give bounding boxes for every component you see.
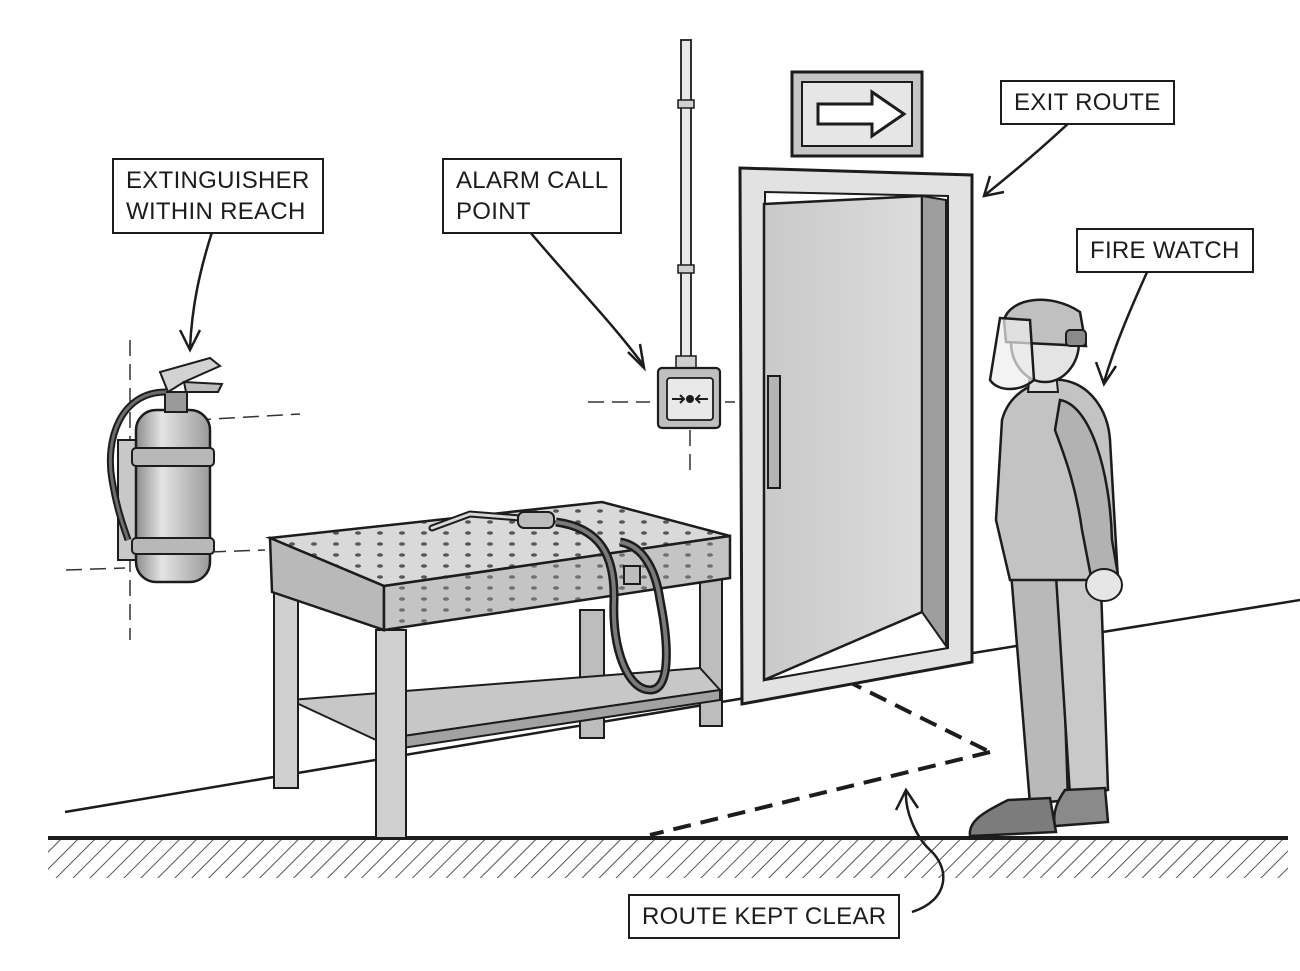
ground-section (48, 836, 1288, 878)
annotation-arrows (178, 119, 1150, 914)
label-route-kept-clear: ROUTE KEPT CLEAR (628, 894, 901, 939)
alarm-call-point (588, 39, 745, 475)
label-exit-route: EXIT ROUTE (1000, 80, 1175, 125)
label-extinguisher: EXTINGUISHER WITHIN REACH (112, 158, 324, 234)
welding-torch (428, 510, 671, 695)
label-extinguisher-line1: EXTINGUISHER (126, 167, 310, 194)
label-exit-line1: EXIT ROUTE (1014, 89, 1161, 116)
label-firewatch-line1: FIRE WATCH (1090, 237, 1240, 264)
label-alarm-line1: ALARM CALL (456, 167, 609, 194)
label-alarm-line2: POINT (456, 198, 531, 225)
label-fire-watch: FIRE WATCH (1076, 228, 1254, 273)
exit-sign (790, 70, 924, 158)
fire-extinguisher (65, 340, 301, 640)
label-extinguisher-line2: WITHIN REACH (126, 198, 306, 225)
label-route-line1: ROUTE KEPT CLEAR (642, 903, 887, 930)
fire-watch-person (968, 298, 1123, 838)
exit-door (738, 166, 974, 706)
route-outline (649, 678, 991, 837)
label-alarm-call-point: ALARM CALL POINT (442, 158, 623, 234)
